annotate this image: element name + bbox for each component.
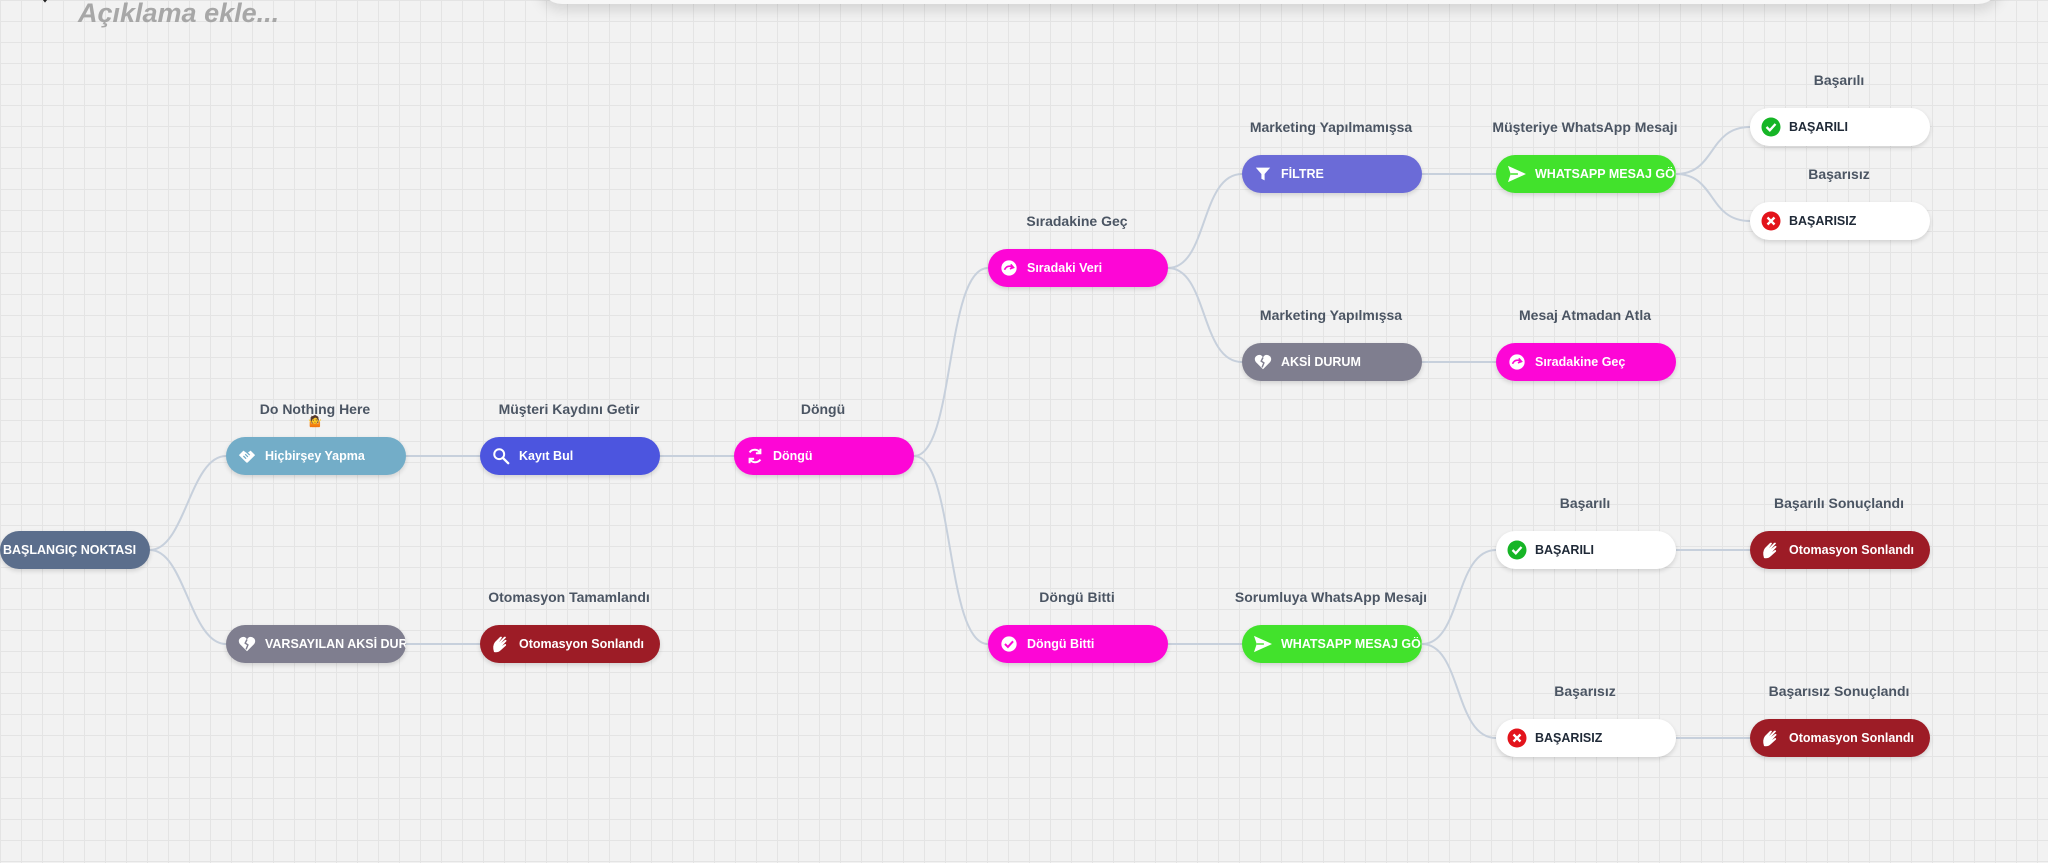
loop-icon: [745, 446, 765, 466]
success-icon: [1507, 540, 1527, 560]
node-next-item-title: Sıradakine Geç: [1026, 213, 1128, 229]
send-icon: [1253, 634, 1273, 654]
node-loop-title: Döngü: [800, 401, 846, 417]
node-send-resp-wa[interactable]: WHATSAPP MESAJ GÖNDER: [1242, 625, 1422, 663]
node-next-item-label: Sıradaki Veri: [1027, 261, 1103, 275]
node-filter-label: FİLTRE: [1281, 167, 1324, 181]
node-end-fail[interactable]: Otomasyon Sonlandı: [1750, 719, 1930, 757]
edge-wa-fail: [1675, 173, 1751, 222]
clap-icon: [491, 634, 511, 654]
node-filter-title: Marketing Yapılmamışsa: [1249, 119, 1413, 135]
node-skip-message[interactable]: Sıradakine Geç: [1496, 343, 1676, 381]
edge-start-default-else: [149, 549, 227, 645]
node-success-2-title: Başarılı: [1559, 495, 1611, 511]
node-send-resp-wa-title: Sorumluya WhatsApp Mesajı: [1234, 589, 1428, 605]
node-filter[interactable]: FİLTRE: [1242, 155, 1422, 193]
node-automation-done-label: Otomasyon Sonlandı: [519, 637, 645, 651]
check-circle-icon: [999, 634, 1019, 654]
edge-wa2-success: [1421, 549, 1497, 645]
success-icon: [1761, 117, 1781, 137]
node-end-success-title: Başarılı Sonuçlandı: [1774, 495, 1904, 511]
next-icon: [999, 258, 1019, 278]
node-end-fail-label: Otomasyon Sonlandı: [1789, 731, 1915, 745]
node-end-fail-title: Başarısız Sonuçlandı: [1768, 683, 1910, 699]
node-find-record[interactable]: Kayıt Bul: [480, 437, 660, 475]
edge-start-do-nothing: [149, 455, 227, 551]
node-fail-1-title: Başarısız: [1808, 166, 1870, 182]
node-send-customer-wa-title: Müşteriye WhatsApp Mesajı: [1492, 119, 1678, 135]
node-success-2-label: BAŞARILI: [1535, 543, 1595, 557]
top-toolbar: [540, 0, 2000, 4]
node-send-resp-wa-label: WHATSAPP MESAJ GÖNDER: [1281, 637, 1422, 651]
description-input[interactable]: Açıklama ekle...: [78, 0, 280, 28]
filter-icon: [1253, 164, 1273, 184]
node-fail-1[interactable]: BAŞARISIZ: [1750, 202, 1930, 240]
fail-icon: [1507, 728, 1527, 748]
node-find-record-title: Müşteri Kaydını Getir: [498, 401, 640, 417]
clap-icon: [1761, 540, 1781, 560]
node-fail-1-label: BAŞARISIZ: [1789, 214, 1857, 228]
node-else-marketing[interactable]: AKSİ DURUM: [1242, 343, 1422, 381]
search-icon: [491, 446, 511, 466]
node-loop-done-label: Döngü Bitti: [1027, 637, 1095, 651]
node-do-nothing[interactable]: Hiçbirşey Yapma: [226, 437, 406, 475]
node-else-marketing-label: AKSİ DURUM: [1281, 355, 1361, 369]
node-find-record-label: Kayıt Bul: [519, 449, 574, 463]
node-send-customer-wa-label: WHATSAPP MESAJ GÖNDER: [1535, 167, 1676, 181]
node-default-else[interactable]: VARSAYILAN AKSİ DURUM: [226, 625, 406, 663]
node-success-1-label: BAŞARILI: [1789, 120, 1849, 134]
edge-wa-success: [1675, 126, 1751, 175]
edge-next-filter: [1167, 173, 1243, 269]
node-next-item[interactable]: Sıradaki Veri: [988, 249, 1168, 287]
node-end-success-label: Otomasyon Sonlandı: [1789, 543, 1915, 557]
node-else-marketing-title: Marketing Yapılmışsa: [1259, 307, 1403, 323]
node-fail-2[interactable]: BAŞARISIZ: [1496, 719, 1676, 757]
node-default-else-label: VARSAYILAN AKSİ DURUM: [265, 637, 406, 651]
node-loop-done[interactable]: Döngü Bitti: [988, 625, 1168, 663]
node-loop[interactable]: Döngü: [734, 437, 914, 475]
edge-wa2-fail: [1421, 643, 1497, 739]
node-loop-label: Döngü: [773, 449, 813, 463]
node-do-nothing-title: Do Nothing Here 🤷: [205, 401, 425, 429]
edge-loop-done: [913, 455, 989, 645]
node-send-customer-wa[interactable]: WHATSAPP MESAJ GÖNDER: [1496, 155, 1676, 193]
node-start[interactable]: BAŞLANGIÇ NOKTASI: [0, 531, 150, 569]
node-success-2[interactable]: BAŞARILI: [1496, 531, 1676, 569]
node-loop-done-title: Döngü Bitti: [1039, 589, 1115, 605]
node-automation-done-title: Otomasyon Tamamlandı: [488, 589, 650, 605]
node-start-label: BAŞLANGIÇ NOKTASI: [3, 543, 137, 557]
fail-icon: [1761, 211, 1781, 231]
broken-heart-icon: [237, 634, 257, 654]
node-end-success[interactable]: Otomasyon Sonlandı: [1750, 531, 1930, 569]
edge-next-else: [1167, 267, 1243, 363]
node-fail-2-title: Başarısız: [1554, 683, 1616, 699]
next-icon: [1507, 352, 1527, 372]
send-icon: [1507, 164, 1527, 184]
node-do-nothing-title-text: Do Nothing Here: [259, 401, 371, 417]
node-fail-2-label: BAŞARISIZ: [1535, 731, 1603, 745]
node-do-nothing-label: Hiçbirşey Yapma: [265, 449, 365, 463]
broken-heart-icon: [1253, 352, 1273, 372]
node-skip-message-label: Sıradakine Geç: [1535, 355, 1626, 369]
node-success-1[interactable]: BAŞARILI: [1750, 108, 1930, 146]
clap-icon: [1761, 728, 1781, 748]
handshake-icon: [237, 446, 257, 466]
cursor-icon: [42, 0, 48, 3]
node-automation-done[interactable]: Otomasyon Sonlandı: [480, 625, 660, 663]
node-success-1-title: Başarılı: [1813, 72, 1865, 88]
edge-loop-next: [913, 267, 989, 457]
node-skip-message-title: Mesaj Atmadan Atla: [1519, 307, 1651, 323]
shrug-emoji: 🤷: [308, 416, 322, 428]
